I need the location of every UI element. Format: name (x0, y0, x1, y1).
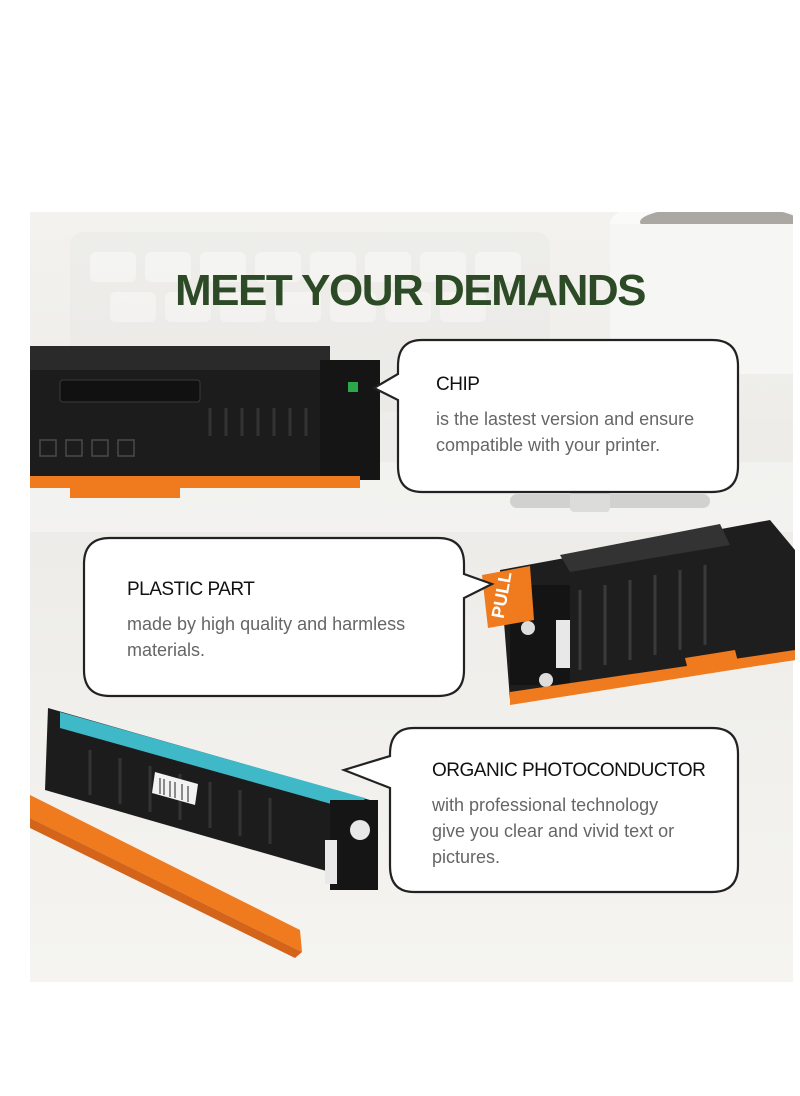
chip-description-line-2: compatible with your printer. (436, 435, 661, 455)
chip-heading: CHIP (436, 374, 480, 395)
photoconductor-cartridge-image (30, 708, 378, 958)
photoconductor-heading: ORGANIC PHOTOCONDUCTOR (432, 760, 706, 781)
photoconductor-description-line-3: pictures. (432, 847, 501, 867)
chip-cartridge-image (30, 346, 380, 498)
callout-frame (340, 726, 740, 894)
photoconductor-description-line-1: with professional technology (432, 795, 659, 815)
plastic-part-description-line-1: made by high quality and harmless (127, 614, 406, 634)
chip-description-line-1: is the lastest version and ensure (436, 409, 695, 429)
photoconductor-callout: ORGANIC PHOTOCONDUCTOR with professional… (340, 726, 742, 896)
callout-frame (82, 536, 495, 698)
plastic-part-cartridge-image: PULL (482, 520, 795, 705)
plastic-part-callout: PLASTIC PART made by high quality and ha… (82, 536, 495, 700)
chip-callout: CHIP is the lastest version and ensure c… (371, 338, 742, 496)
photoconductor-description-line-2: give you clear and vivid text or (432, 821, 675, 841)
plastic-part-heading: PLASTIC PART (127, 579, 255, 600)
page-title: MEET YOUR DEMANDS (175, 266, 646, 315)
callout-frame (371, 338, 740, 494)
plastic-part-description-line-2: materials. (127, 640, 206, 660)
